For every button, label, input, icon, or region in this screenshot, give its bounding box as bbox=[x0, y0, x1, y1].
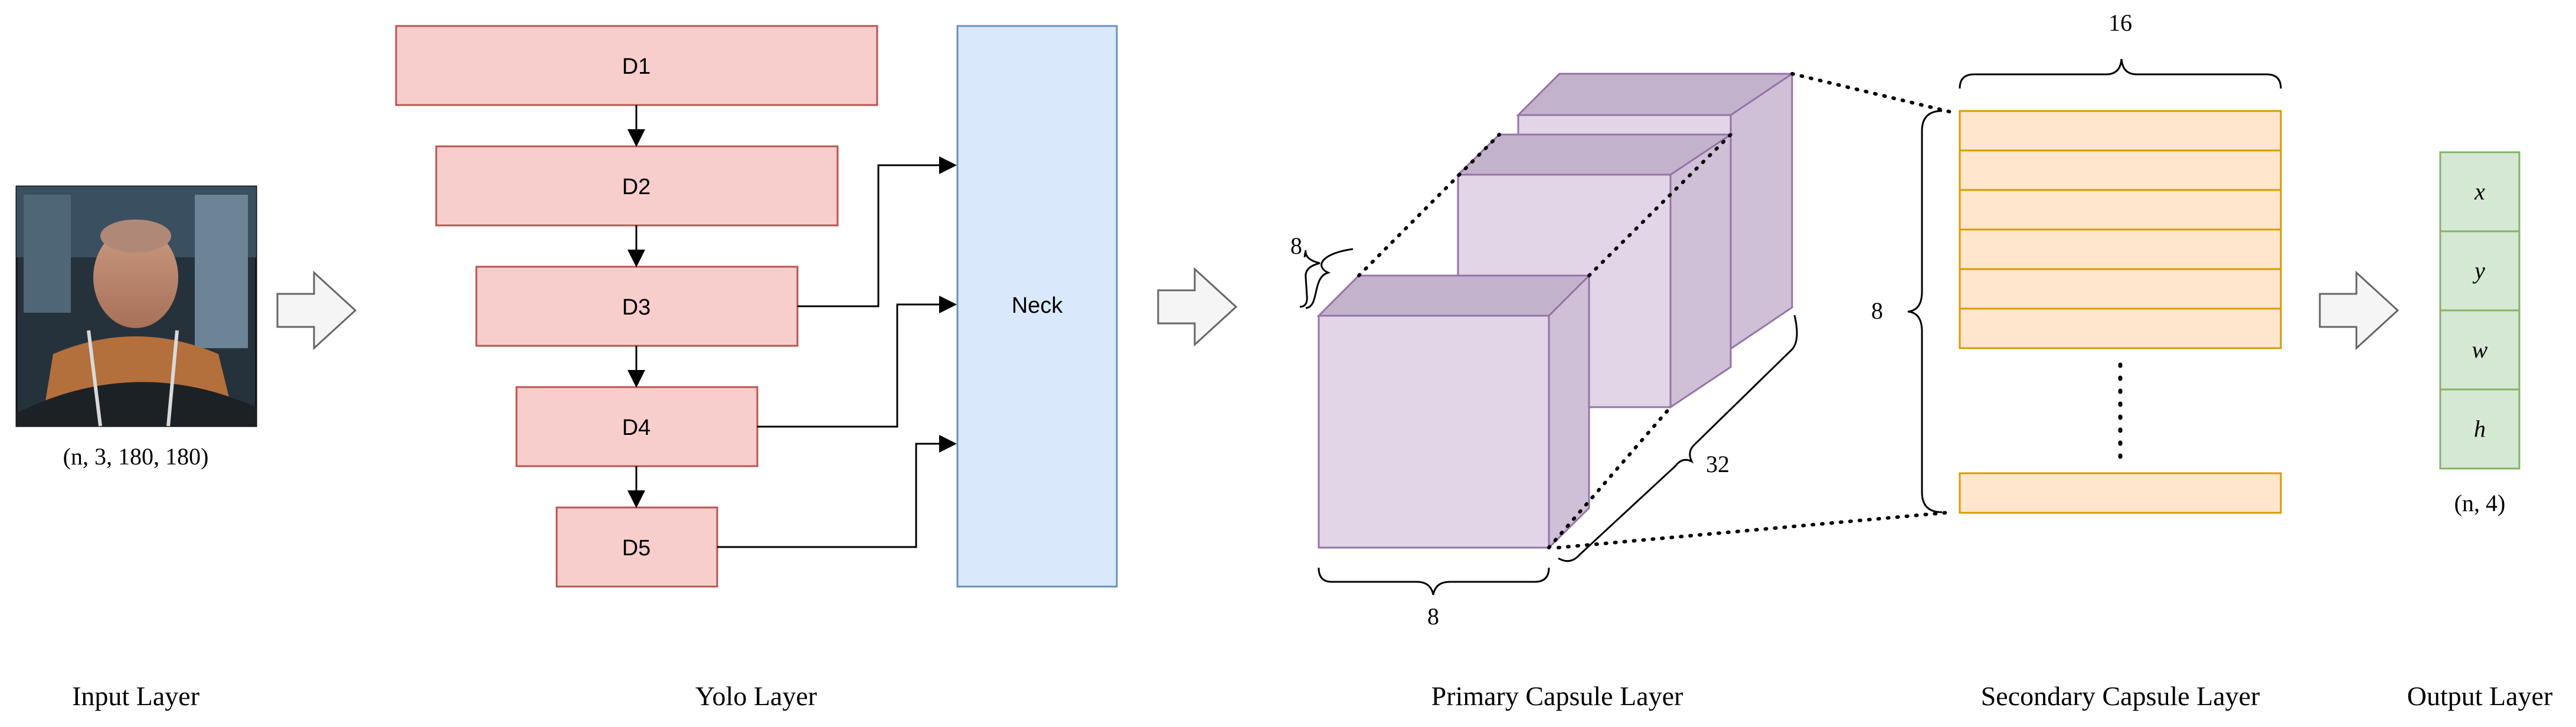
primary-brace-top bbox=[1299, 250, 1320, 308]
output-cell-x-label: x bbox=[2474, 178, 2485, 205]
neck-block bbox=[956, 25, 1118, 588]
output-vector: x y w h bbox=[2439, 151, 2521, 470]
flow-arrow-1 bbox=[276, 270, 357, 351]
secondary-brace-side bbox=[1907, 110, 1943, 513]
secondary-width-label: 16 bbox=[2108, 9, 2132, 36]
primary-size-bottom: 8 bbox=[1427, 603, 1439, 630]
secondary-row-4 bbox=[1959, 228, 2282, 270]
secondary-capsule-rows bbox=[1959, 110, 2282, 514]
primary-depth-label: 32 bbox=[1706, 451, 1730, 477]
secondary-row-1 bbox=[1959, 110, 2282, 152]
output-cell-h-label: h bbox=[2474, 415, 2486, 442]
capsule-cube-front bbox=[1316, 273, 1591, 550]
output-cell-y bbox=[2439, 230, 2521, 312]
primary-capsule-cubes bbox=[1316, 72, 1795, 550]
output-shape-label: (n, 4) bbox=[2454, 490, 2506, 516]
input-layer-label: Input Layer bbox=[72, 681, 200, 711]
yolo-block-d4-label: D4 bbox=[622, 415, 651, 440]
secondary-row-6 bbox=[1959, 307, 2282, 349]
secondary-row-3 bbox=[1959, 189, 2282, 231]
neck-label: Neck bbox=[1012, 293, 1064, 318]
output-cell-h bbox=[2439, 388, 2521, 470]
yolo-block-d5-label: D5 bbox=[622, 536, 651, 561]
secondary-row-2 bbox=[1959, 149, 2282, 191]
driver-head bbox=[93, 227, 178, 328]
output-cell-x bbox=[2439, 151, 2521, 232]
output-cell-w-label: w bbox=[2472, 336, 2488, 363]
arrow-d5-neck bbox=[717, 435, 957, 548]
yolo-block-d1 bbox=[395, 25, 878, 106]
input-shape-label: (n, 3, 180, 180) bbox=[63, 443, 209, 470]
yolo-block-d2-label: D2 bbox=[622, 175, 651, 199]
primary-brace-depth bbox=[1558, 315, 1798, 562]
primary-brace-bottom bbox=[1318, 567, 1550, 595]
arrow-d3-neck bbox=[797, 156, 957, 307]
output-layer-label: Output Layer bbox=[2407, 681, 2553, 711]
primary-size-top: 8 bbox=[1290, 232, 1302, 259]
secondary-row-5 bbox=[1959, 268, 2282, 310]
arrow-d4-neck bbox=[757, 296, 957, 428]
yolo-block-d3-label: D3 bbox=[622, 295, 651, 320]
input-image bbox=[15, 185, 257, 427]
flow-arrow-2 bbox=[1157, 267, 1238, 347]
secondary-height-label: 8 bbox=[1871, 297, 1883, 324]
flow-arrow-3 bbox=[2319, 270, 2400, 351]
secondary-row-last bbox=[1959, 472, 2282, 514]
output-cell-y-label: y bbox=[2472, 257, 2485, 284]
yolo-block-d1-label: D1 bbox=[622, 54, 651, 79]
yolo-block-d2 bbox=[435, 145, 839, 227]
yolo-layer-label: Yolo Layer bbox=[695, 681, 817, 711]
secondary-brace-top bbox=[1959, 58, 2282, 89]
primary-layer-label: Primary Capsule Layer bbox=[1431, 681, 1683, 711]
secondary-layer-label: Secondary Capsule Layer bbox=[1981, 681, 2260, 711]
yolo-backbone: D1 D2 D3 D4 D5 bbox=[395, 25, 878, 588]
steering-wheel bbox=[17, 382, 256, 426]
